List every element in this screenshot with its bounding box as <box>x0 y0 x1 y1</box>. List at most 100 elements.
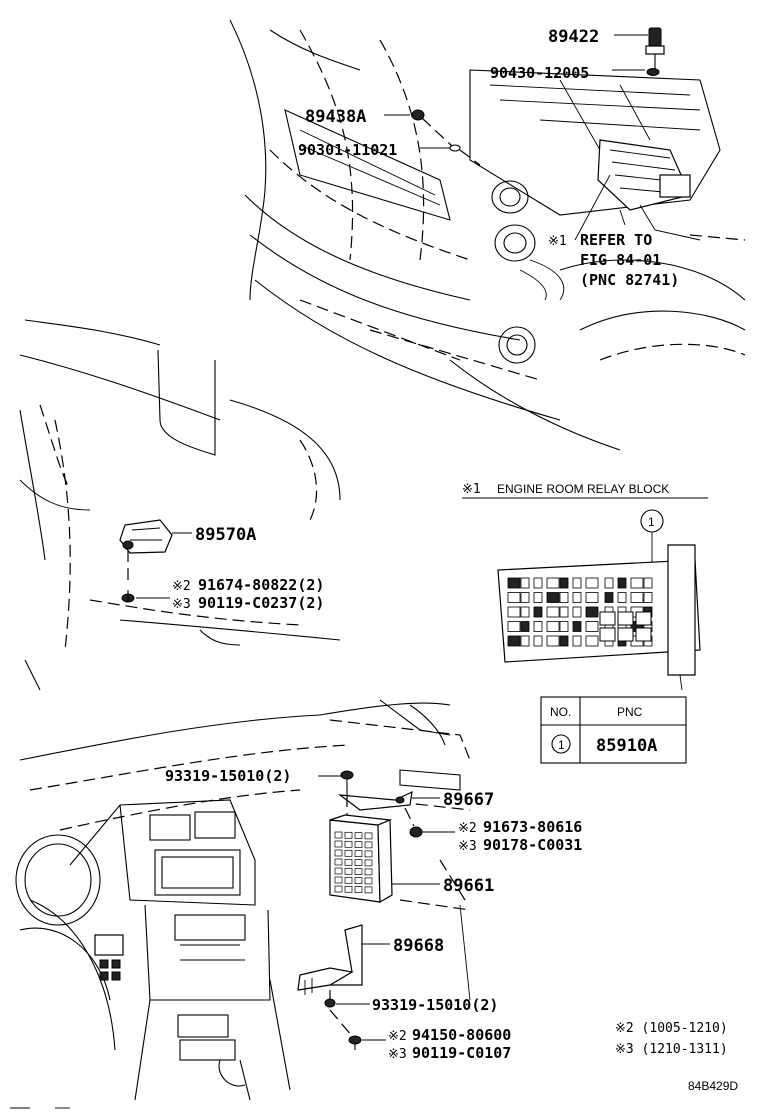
relay-cell <box>520 577 530 589</box>
relay-cell <box>643 592 653 603</box>
ecu-vent <box>334 831 343 839</box>
relay-cell <box>585 592 599 603</box>
refer-line-2: FIG 84-01 <box>580 251 661 269</box>
relay-cell <box>617 577 627 589</box>
relay-cell <box>585 621 599 632</box>
front-vehicle-drawing <box>229 19 746 451</box>
relay-large <box>635 627 652 642</box>
refer-line-1: REFER TO <box>580 231 652 249</box>
relay-cell <box>617 592 627 603</box>
pnc-row-no: 1 <box>558 738 565 752</box>
relay-cell <box>546 577 560 589</box>
pnc-header-pnc: PNC <box>617 705 643 719</box>
relay-block-inset: ※1 ENGINE ROOM RELAY BLOCK 1 <box>462 482 708 691</box>
relay-cell <box>572 592 582 603</box>
part-89667: 89667 <box>443 790 494 810</box>
ecu-vent <box>354 832 363 839</box>
relay-cell <box>559 592 569 603</box>
relay-cell <box>520 592 530 603</box>
refer-line-3: (PNC 82741) <box>580 271 679 289</box>
relay-cell <box>630 592 644 603</box>
relay-cell <box>520 635 530 647</box>
ecu-vent <box>344 867 353 875</box>
relay-cell <box>572 606 582 618</box>
ecu-vent <box>354 841 363 848</box>
relay-cell <box>572 621 582 632</box>
relay-cell <box>546 635 560 647</box>
ecu-vent <box>344 840 353 848</box>
mark-3-c: ※3 <box>388 1047 407 1062</box>
part-89438a: 89438A <box>305 107 366 127</box>
relay-large <box>635 611 652 626</box>
ecu-vent <box>334 858 343 866</box>
ecu-vent <box>364 868 373 876</box>
ecu-vent <box>364 850 373 858</box>
ecu-vent <box>364 841 373 849</box>
relay-cell <box>604 592 614 603</box>
ecu-vent <box>344 849 353 857</box>
refer-mark: ※1 <box>548 234 567 249</box>
relay-cell <box>507 592 521 603</box>
mark-3-a: ※3 <box>172 597 191 612</box>
ecu-vent <box>334 885 343 893</box>
part-89570a: 89570A <box>195 525 256 545</box>
relay-cell <box>546 621 560 632</box>
part-89661: 89661 <box>443 876 494 896</box>
relay-cell <box>533 577 543 589</box>
relay-cell <box>559 577 569 589</box>
relay-cell <box>559 635 569 647</box>
relay-cell <box>507 621 521 632</box>
relay-cell <box>604 577 614 589</box>
pnc-header-no: NO. <box>550 705 571 719</box>
relay-cell <box>533 621 543 632</box>
relay-cell <box>559 606 569 618</box>
relay-cell <box>507 606 521 618</box>
ecu-vent <box>334 840 343 848</box>
part-89422: 89422 <box>548 27 599 47</box>
ecu-vent <box>354 886 363 893</box>
relay-large <box>617 627 634 642</box>
relay-block-mark: ※1 <box>462 482 481 497</box>
fender-drawing <box>19 319 341 691</box>
part-90430-12005: 90430-12005 <box>490 64 589 82</box>
ecu-vent <box>334 849 343 857</box>
relay-large <box>617 611 634 626</box>
leaders-bottom <box>318 775 455 1041</box>
part-93319-15010-top: 93319-15010(2) <box>165 767 291 785</box>
relay-cell <box>533 606 543 618</box>
part-90178-c0031: 90178-C0031 <box>483 836 582 854</box>
relay-cell <box>520 606 530 618</box>
ecu-vent <box>354 877 363 884</box>
ecu-vent <box>354 868 363 875</box>
ecu-vent <box>344 885 353 893</box>
relay-cell <box>507 635 521 647</box>
relay-cell <box>630 577 644 589</box>
part-90301-11021: 90301-11021 <box>298 141 397 159</box>
ecu-vent <box>334 876 343 884</box>
pnc-table: NO. PNC 1 85910A <box>540 696 687 764</box>
relay-cell <box>559 621 569 632</box>
mark-2-b: ※2 <box>458 821 477 836</box>
relay-cell <box>546 592 560 603</box>
pnc-row-pnc: 85910A <box>596 736 657 756</box>
ecu-vent <box>364 859 373 867</box>
relay-block-title: ENGINE ROOM RELAY BLOCK <box>497 482 669 496</box>
ecu-vent <box>344 858 353 866</box>
relay-cell <box>585 635 599 647</box>
ecu-vent <box>354 859 363 866</box>
part-91673-80616: 91673-80616 <box>483 818 582 836</box>
part-90119-c0237: 90119-C0237(2) <box>198 594 324 612</box>
ecu-vent <box>364 877 373 885</box>
relay-cell <box>643 577 653 589</box>
relay-cell <box>520 621 530 632</box>
part-94150-80600: 94150-80600 <box>412 1026 511 1044</box>
mark-2-c: ※2 <box>388 1029 407 1044</box>
figure-code: 84B429D <box>688 1079 738 1093</box>
dashboard-drawing <box>15 699 471 1101</box>
relay-cell <box>572 635 582 647</box>
relay-cell <box>572 577 582 589</box>
relay-callout-number: 1 <box>648 515 655 529</box>
mark-2-a: ※2 <box>172 579 191 594</box>
ecu-vent <box>334 867 343 875</box>
